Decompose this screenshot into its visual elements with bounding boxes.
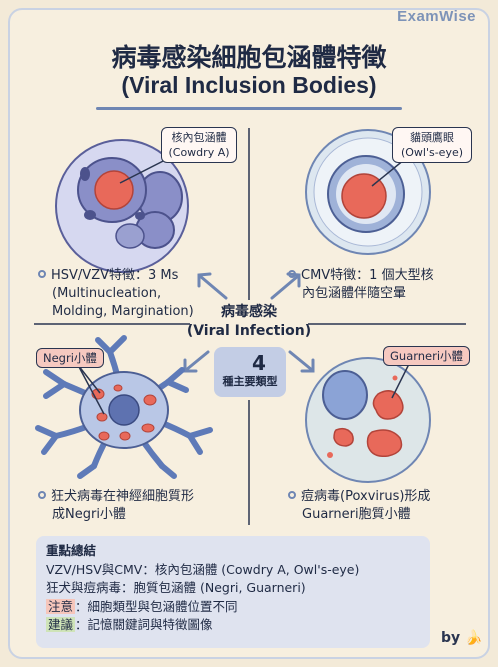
bullet-icon — [38, 491, 46, 499]
arrow-top-left — [198, 274, 228, 300]
label-hsv: HSV/VZV特徵：3 Ms (Multinucleation, Molding… — [38, 267, 194, 321]
hsv-multinucleated-cell — [55, 139, 189, 273]
arrow-top-right — [270, 274, 300, 300]
label-pox: 痘病毒(Poxvirus)形成 Guarneri胞質小體 — [288, 488, 430, 524]
bullet-icon — [288, 270, 296, 278]
summary-tip: 建議：記憶關鍵詞與特徵圖像 — [46, 617, 213, 632]
arrow-bottom-right — [288, 350, 314, 372]
types-badge: 4 種主要類型 — [214, 347, 286, 397]
label-rabies: 狂犬病毒在神經細胞質形 成Negri小體 — [38, 488, 194, 524]
summary-line-2: 狂犬與痘病毒：胞質包涵體 (Negri, Guarneri) — [46, 580, 306, 595]
callout-owls-eye: 貓頭鷹眼 (Owl's-eye) — [392, 127, 472, 163]
page-subtitle: (Viral Inclusion Bodies) — [121, 72, 377, 98]
callout-negri: Negri小體 — [36, 348, 104, 368]
badge-label: 種主要類型 — [222, 375, 278, 388]
callout-cowdry-en: (Cowdry A) — [168, 146, 230, 159]
callout-guarneri: Guarneri小體 — [383, 346, 471, 366]
brand-logo: ExamWise — [397, 8, 476, 25]
summary-box: 重點總結 VZV/HSV與CMV：核內包涵體 (Cowdry A, Owl's-… — [36, 536, 430, 648]
page-title: 病毒感染細胞包涵體特徵 — [111, 43, 387, 72]
title-underline — [96, 107, 402, 110]
callout-cowdry-a: 核內包涵體 (Cowdry A) — [161, 127, 237, 163]
center-title-en: (Viral Infection) — [186, 323, 312, 339]
signature-banana-icon: by 🍌 — [441, 630, 483, 646]
badge-number: 4 — [252, 351, 266, 375]
arrows — [183, 272, 315, 373]
pox-guarneri-cell — [305, 357, 431, 483]
bullet-icon — [38, 270, 46, 278]
label-cmv: CMV特徵：1 個大型核 內包涵體伴隨空暈 — [288, 267, 434, 303]
arrow-bottom-left — [184, 350, 210, 372]
callout-owl-en: (Owl's-eye) — [400, 146, 464, 159]
summary-line-1: VZV/HSV與CMV：核內包涵體 (Cowdry A, Owl's-eye) — [46, 561, 360, 577]
callout-owl-zh: 貓頭鷹眼 — [410, 131, 454, 144]
callout-cowdry-zh: 核內包涵體 — [171, 131, 227, 144]
summary-note: 注意：細胞類型與包涵體位置不同 — [46, 598, 238, 614]
rabies-neuron-cell — [35, 335, 213, 479]
center-title: 病毒感染 (Viral Infection) — [0, 303, 498, 341]
bullet-icon — [288, 491, 296, 499]
summary-heading: 重點總結 — [46, 543, 97, 558]
center-title-zh: 病毒感染 — [221, 304, 277, 320]
